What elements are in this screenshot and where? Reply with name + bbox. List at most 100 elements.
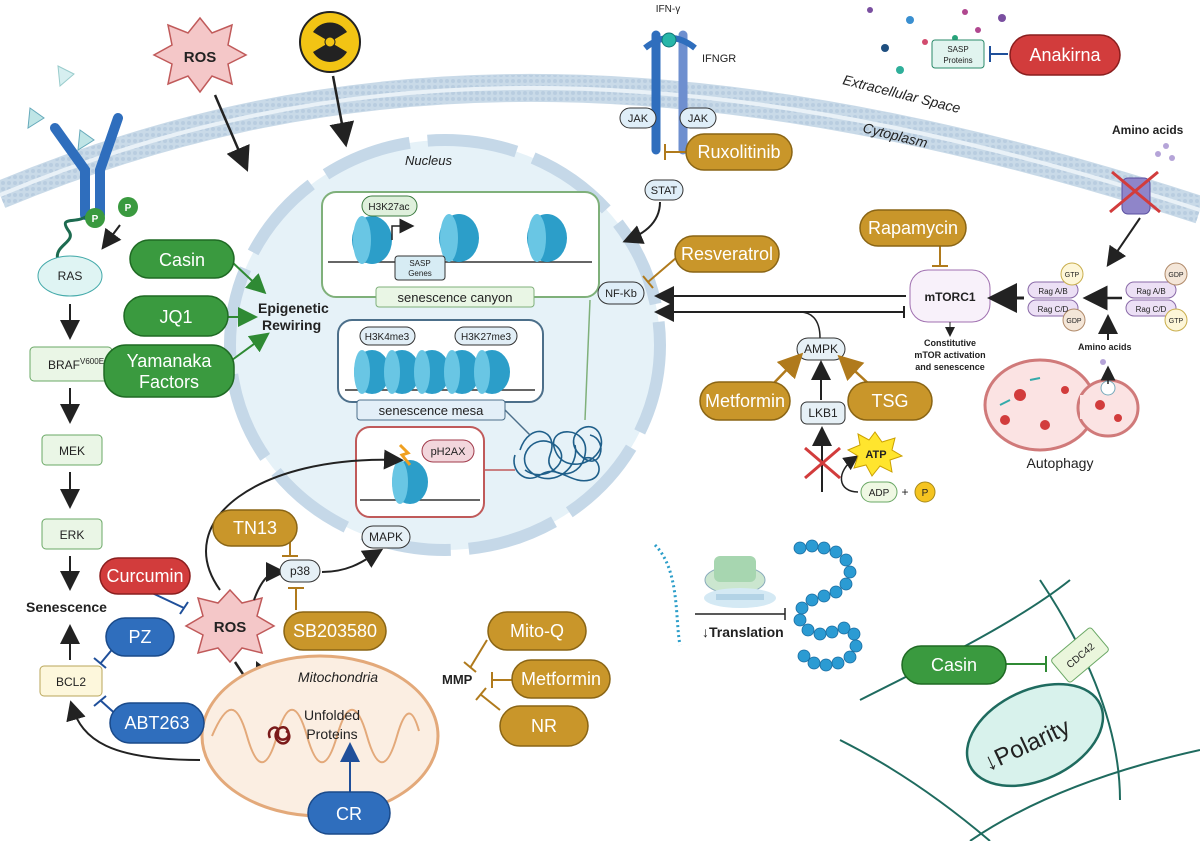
atp-burst-icon xyxy=(846,431,904,477)
lysosome-icon xyxy=(983,358,1140,452)
tsg-pill: TSG xyxy=(847,381,933,421)
epigenetic-label-2: Rewiring xyxy=(262,317,321,333)
jak-label-2: JAK xyxy=(688,113,709,125)
casin-epi-pill: Casin xyxy=(129,239,235,279)
senescence-canyon-panel: H3K27ac SASP Genes senescence canyon xyxy=(321,191,600,308)
phospho-label-1: P xyxy=(92,214,99,225)
ruxolitinib-pill: Ruxolitinib xyxy=(685,133,793,171)
nfkb-label: NF-Kb xyxy=(605,288,637,300)
cdc42-node xyxy=(1051,627,1109,683)
rag-complex-1 xyxy=(1027,262,1086,332)
mek-node xyxy=(41,434,103,466)
p38-node xyxy=(279,559,321,583)
jak-label-1: JAK xyxy=(628,113,649,125)
mitochondria-label: Mitochondria xyxy=(298,669,378,685)
h3k27me3-mark: H3K27me3 xyxy=(461,332,511,343)
senescence-canyon-label: senescence canyon xyxy=(398,290,513,305)
sasp-proteins-node xyxy=(931,39,985,69)
sasp-genes-label-2: Genes xyxy=(408,269,432,278)
nr-label: NR xyxy=(531,716,557,736)
ros-mito-burst-icon xyxy=(184,588,276,664)
phospho-circle-2 xyxy=(118,197,138,217)
cr-pill: CR xyxy=(307,791,391,835)
metformin-mmp-label: Metformin xyxy=(521,669,601,689)
ribosome-icon xyxy=(653,543,776,646)
rapamycin-label: Rapamycin xyxy=(868,218,958,238)
mtorc1-label: mTORC1 xyxy=(924,290,975,304)
mmp-label: MMP xyxy=(442,672,473,687)
phosphate-node xyxy=(914,481,936,503)
lkb1-node xyxy=(800,401,846,425)
receptor-icon xyxy=(27,65,123,261)
metformin-ampk-label: Metformin xyxy=(705,391,785,411)
adp-label: ADP xyxy=(869,488,890,499)
amino-acids-bottom-label: Amino acids xyxy=(1078,342,1132,352)
bcl2-node xyxy=(39,665,103,697)
mtor-note-3: and senescence xyxy=(915,362,985,372)
abt263-pill: ABT263 xyxy=(109,702,205,744)
casin-polarity-pill: Casin xyxy=(901,645,1007,685)
ifn-gamma-label: IFN-γ xyxy=(656,4,680,15)
anakirna-label: Anakirna xyxy=(1029,45,1101,65)
mitochondria-icon xyxy=(200,654,440,818)
resveratrol-pill: Resveratrol xyxy=(674,235,780,273)
chromatin-icon xyxy=(513,425,603,482)
ifngr-receptor-icon xyxy=(643,30,697,155)
anakirna-pill: Anakirna xyxy=(1009,34,1121,76)
tsg-label: TSG xyxy=(871,391,908,411)
polypeptide-icon xyxy=(793,539,863,672)
stat-label: STAT xyxy=(651,185,678,197)
rag-complex-2 xyxy=(1125,262,1188,332)
sb203580-label: SB203580 xyxy=(293,621,377,641)
jq1-pill: JQ1 xyxy=(123,295,229,337)
ras-node xyxy=(37,255,103,297)
translation-label: ↓Translation xyxy=(702,624,784,640)
nucleosome-icon xyxy=(352,214,567,264)
h3k4me3-mark: H3K4me3 xyxy=(365,332,410,343)
metformin-ampk-pill: Metformin xyxy=(699,381,791,421)
sasp-proteins-label-2: Proteins xyxy=(943,56,972,65)
senescence-mesa-label: senescence mesa xyxy=(379,403,485,418)
braf-label: BRAFV600E xyxy=(48,357,104,372)
mapk-label: MAPK xyxy=(369,530,403,544)
condensed-nucleosomes-icon xyxy=(354,350,510,394)
erk-label: ERK xyxy=(60,528,85,542)
senescence-mesa-panel: H3K4me3 H3K27me3 senescence mesa xyxy=(337,319,544,421)
nucleus-label: Nucleus xyxy=(405,153,452,168)
gtp-label-2: GTP xyxy=(1169,318,1184,325)
yamanaka-pill: Yamanaka Factors xyxy=(103,344,235,398)
rag-ab-label-1: Rag A/B xyxy=(1038,287,1067,296)
rag-ab-label-2: Rag A/B xyxy=(1136,287,1165,296)
transporter-icon xyxy=(1109,143,1175,215)
mtor-note-1: Constitutive xyxy=(924,338,976,348)
gdp-label-2: GDP xyxy=(1168,272,1184,279)
ros-top-label: ROS xyxy=(184,49,217,66)
epigenetic-label-1: Epigenetic xyxy=(258,300,329,316)
rag-cd-label-1: Rag C/D xyxy=(1038,305,1069,314)
adp-node xyxy=(860,481,898,503)
ifngr-label: IFNGR xyxy=(702,53,736,65)
cell-polarity-icon xyxy=(839,579,1200,841)
p38-label: p38 xyxy=(290,564,310,578)
phosphate-label: P xyxy=(922,488,929,499)
metformin-mmp-pill: Metformin xyxy=(511,659,611,699)
mapk-node xyxy=(361,525,411,549)
rapamycin-pill: Rapamycin xyxy=(859,209,967,247)
cell-membrane xyxy=(0,73,1200,224)
sasp-genes-label-1: SASP xyxy=(409,259,430,268)
yamanaka-label-2: Factors xyxy=(139,372,199,392)
yamanaka-label-1: Yamanaka xyxy=(127,351,213,371)
phospho-circle-1 xyxy=(85,208,105,228)
autophagy-label: Autophagy xyxy=(1027,455,1094,471)
jak-node-2 xyxy=(679,107,717,129)
sasp-particles-icon xyxy=(867,7,1006,74)
ras-label: RAS xyxy=(58,269,83,283)
rag-cd-label-2: Rag C/D xyxy=(1136,305,1167,314)
gdp-label-1: GDP xyxy=(1066,318,1082,325)
erk-node xyxy=(41,518,103,550)
tn13-label: TN13 xyxy=(233,518,277,538)
abt263-label: ABT263 xyxy=(124,713,189,733)
mtor-note-2: mTOR activation xyxy=(914,350,985,360)
inhibition-lines xyxy=(282,144,948,711)
